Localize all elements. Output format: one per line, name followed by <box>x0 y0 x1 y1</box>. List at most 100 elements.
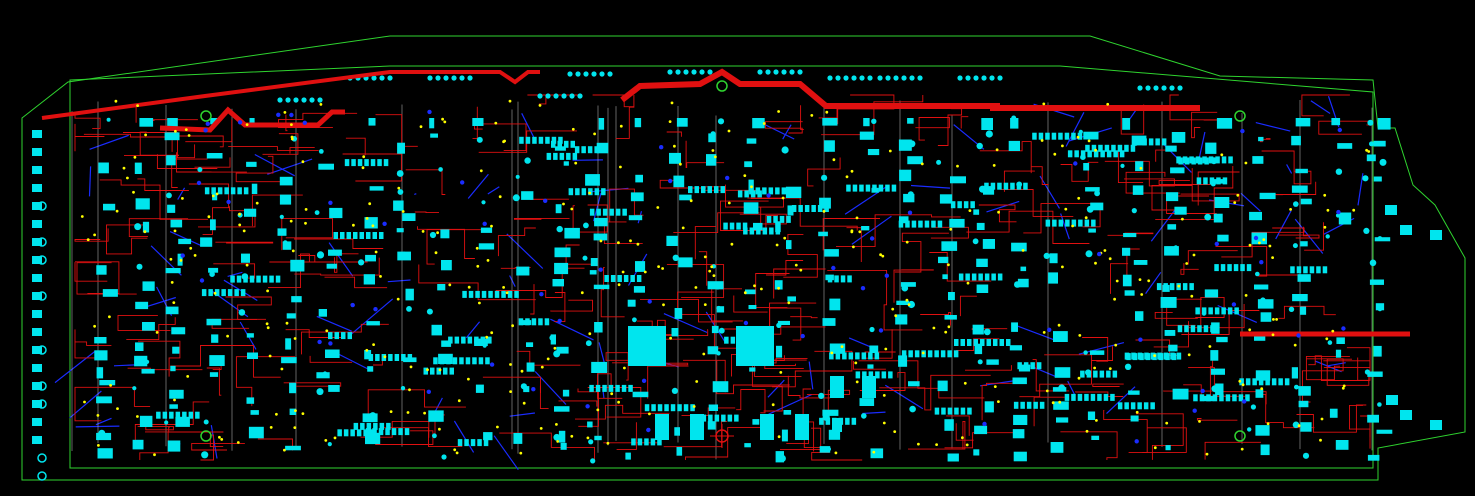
power-trace-left-zigzag <box>159 106 345 133</box>
ic-pin-pad <box>488 290 493 298</box>
connector-pad[interactable] <box>690 414 704 440</box>
via <box>115 209 119 213</box>
bottom-via <box>328 341 333 346</box>
component-pad <box>241 253 250 263</box>
top-trace <box>959 295 977 317</box>
ic-pin-pad <box>1045 132 1050 140</box>
pads-layer <box>32 69 1442 481</box>
ic-pin-pad <box>1020 401 1025 409</box>
via <box>486 259 490 262</box>
component-pad <box>397 251 411 261</box>
bottom-trace <box>1060 213 1070 240</box>
top-trace <box>342 153 402 182</box>
via <box>362 155 366 159</box>
bottom-trace <box>782 124 792 140</box>
through-hole-pad <box>718 327 725 334</box>
via <box>825 110 829 114</box>
via <box>935 443 938 446</box>
ic-pin-pad <box>201 289 207 297</box>
ic-pin-pad <box>1201 307 1207 315</box>
component-pad <box>472 118 484 126</box>
component-pad <box>437 284 446 291</box>
header-pad <box>451 75 457 81</box>
component-pad <box>169 404 178 409</box>
ic-pin-pad <box>156 411 161 419</box>
top-trace <box>285 329 342 338</box>
ic-pin-pad <box>1106 370 1111 378</box>
bottom-via <box>302 120 307 126</box>
component-pad <box>948 292 955 301</box>
ic-pin-pad <box>963 201 969 209</box>
connector-pad[interactable] <box>832 418 842 432</box>
via <box>1108 367 1112 370</box>
component-pad <box>318 163 334 170</box>
via <box>434 251 438 255</box>
ic-pad-large-left[interactable] <box>628 326 666 366</box>
component-pad <box>244 208 257 217</box>
component-pad <box>818 231 828 237</box>
ic-pin-pad <box>615 384 620 392</box>
ic-pin-pad <box>401 354 406 361</box>
via <box>1138 278 1142 281</box>
component-pad <box>369 186 384 191</box>
ic-pin-pad <box>905 220 910 228</box>
component-pad <box>944 419 954 431</box>
component-pad <box>1215 383 1224 396</box>
connector-pad[interactable] <box>830 376 844 398</box>
top-trace <box>637 320 709 337</box>
header-pad <box>317 97 323 103</box>
via <box>1087 139 1091 143</box>
ic-pin-pad <box>204 187 210 195</box>
ic-pin-pad <box>375 354 380 361</box>
connector-pad[interactable] <box>760 414 774 440</box>
header-pad <box>567 71 573 77</box>
edge-connector-pad <box>32 256 42 264</box>
bottom-via <box>382 221 387 226</box>
connector-pad[interactable] <box>862 376 876 398</box>
bottom-trace <box>95 417 112 426</box>
bottom-trace <box>267 158 313 175</box>
board-outer-outline <box>21 35 1466 481</box>
top-trace <box>1142 427 1187 453</box>
ic-pin-pad <box>1284 378 1290 386</box>
top-trace <box>225 296 272 320</box>
connector-pad[interactable] <box>795 414 809 440</box>
via <box>294 409 297 412</box>
via <box>1084 216 1088 220</box>
through-hole-pad <box>164 420 169 425</box>
through-hole-pad <box>901 284 909 292</box>
via <box>505 291 509 295</box>
component-pad <box>949 218 965 228</box>
top-trace <box>1261 150 1312 185</box>
bottom-via <box>1336 209 1341 215</box>
via <box>116 407 119 410</box>
via <box>374 250 378 254</box>
header-pad <box>691 69 697 75</box>
ic-pad-large-right[interactable] <box>736 326 774 366</box>
component-pad <box>206 153 223 159</box>
component-pad <box>562 389 570 397</box>
ic-pin-pad <box>572 152 578 160</box>
via <box>643 270 647 274</box>
ic-pin-pad <box>734 414 739 422</box>
component-pad <box>777 320 790 325</box>
top-trace <box>83 133 173 152</box>
bottom-trace <box>1286 164 1293 174</box>
component-pad <box>1367 454 1380 461</box>
bottom-trace <box>1315 360 1342 373</box>
component-pad <box>749 367 756 372</box>
bottom-via <box>646 427 651 433</box>
component-pad <box>1331 118 1341 126</box>
component-pad <box>666 235 678 246</box>
top-trace <box>1162 366 1215 392</box>
component-pad <box>1211 322 1220 334</box>
connector-pad[interactable] <box>655 414 669 440</box>
ic-pin-pad <box>664 404 669 412</box>
top-trace <box>979 141 1032 174</box>
through-hole-pad <box>588 439 594 445</box>
ic-pin-pad <box>861 352 867 360</box>
component-pad <box>899 216 909 224</box>
top-trace <box>1191 111 1218 139</box>
through-hole-pad <box>672 254 679 261</box>
